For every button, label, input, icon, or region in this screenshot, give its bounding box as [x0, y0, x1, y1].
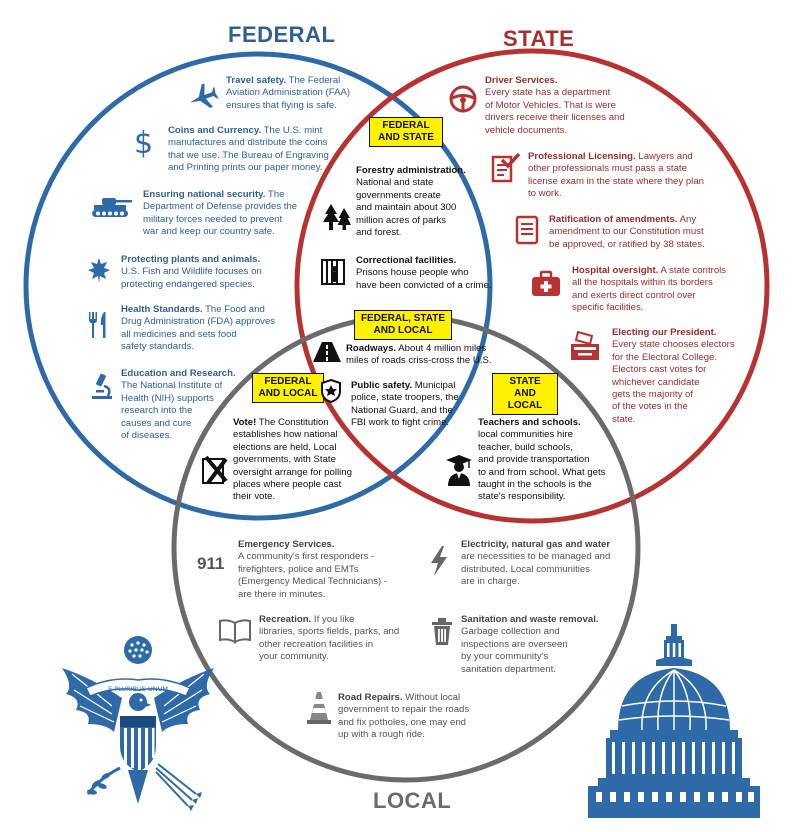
ballot-x-icon	[202, 455, 228, 485]
federal-state-item-correctional: Correctional facilities.Prisons house pe…	[356, 255, 492, 291]
local-item-sanitation: Sanitation and waste removal.Garbage col…	[461, 614, 599, 675]
state-local-item-teachers-schools: Teachers and schools.local communities h…	[478, 417, 606, 503]
steering-wheel-icon	[449, 85, 477, 113]
leaf-icon	[88, 258, 110, 283]
open-book-icon	[219, 619, 251, 644]
emergency-911-icon: 911	[197, 554, 225, 573]
airplane-icon	[190, 83, 218, 108]
federal-state-item-forestry: Forestry administration.National and sta…	[356, 165, 466, 239]
local-heading: LOCAL	[373, 788, 452, 813]
prison-bars-icon	[321, 259, 345, 285]
fork-knife-icon	[89, 312, 106, 338]
medical-kit-icon	[532, 270, 560, 296]
lightning-bolt-icon	[431, 546, 447, 576]
dollar-sign-icon: $	[134, 126, 154, 161]
police-badge-icon	[321, 378, 341, 404]
traffic-cone-icon	[307, 692, 331, 724]
federal-item-plants-animals: Protecting plants and animals.U.S. Fish …	[121, 254, 262, 290]
local-item-emergency-services: Emergency Services.A community's first r…	[238, 539, 388, 600]
federal-item-education-research: Education and Research.The National Inst…	[121, 368, 236, 442]
license-checkmark-icon	[491, 152, 520, 183]
seal-motto: E PLURIBUS UNUM	[108, 685, 168, 693]
eagle-seal-icon: E PLURIBUS UNUM	[62, 636, 214, 811]
microscope-icon	[92, 373, 112, 399]
state-circle	[294, 48, 770, 524]
graduate-icon	[446, 455, 472, 486]
trash-can-icon	[432, 618, 452, 645]
federal-heading: FEDERAL	[228, 22, 336, 47]
state-item-electing-president: Electing our President.Every state choos…	[612, 327, 735, 425]
tank-icon	[92, 198, 132, 217]
capitol-dome-icon	[588, 624, 760, 818]
state-item-driver-services: Driver Services.Every state has a depart…	[485, 75, 625, 136]
trees-icon	[323, 204, 351, 230]
road-icon	[313, 342, 341, 362]
document-icon	[515, 215, 539, 245]
ballot-box-icon	[571, 330, 599, 360]
state-heading: STATE	[503, 26, 575, 51]
federal-circle	[23, 51, 493, 521]
